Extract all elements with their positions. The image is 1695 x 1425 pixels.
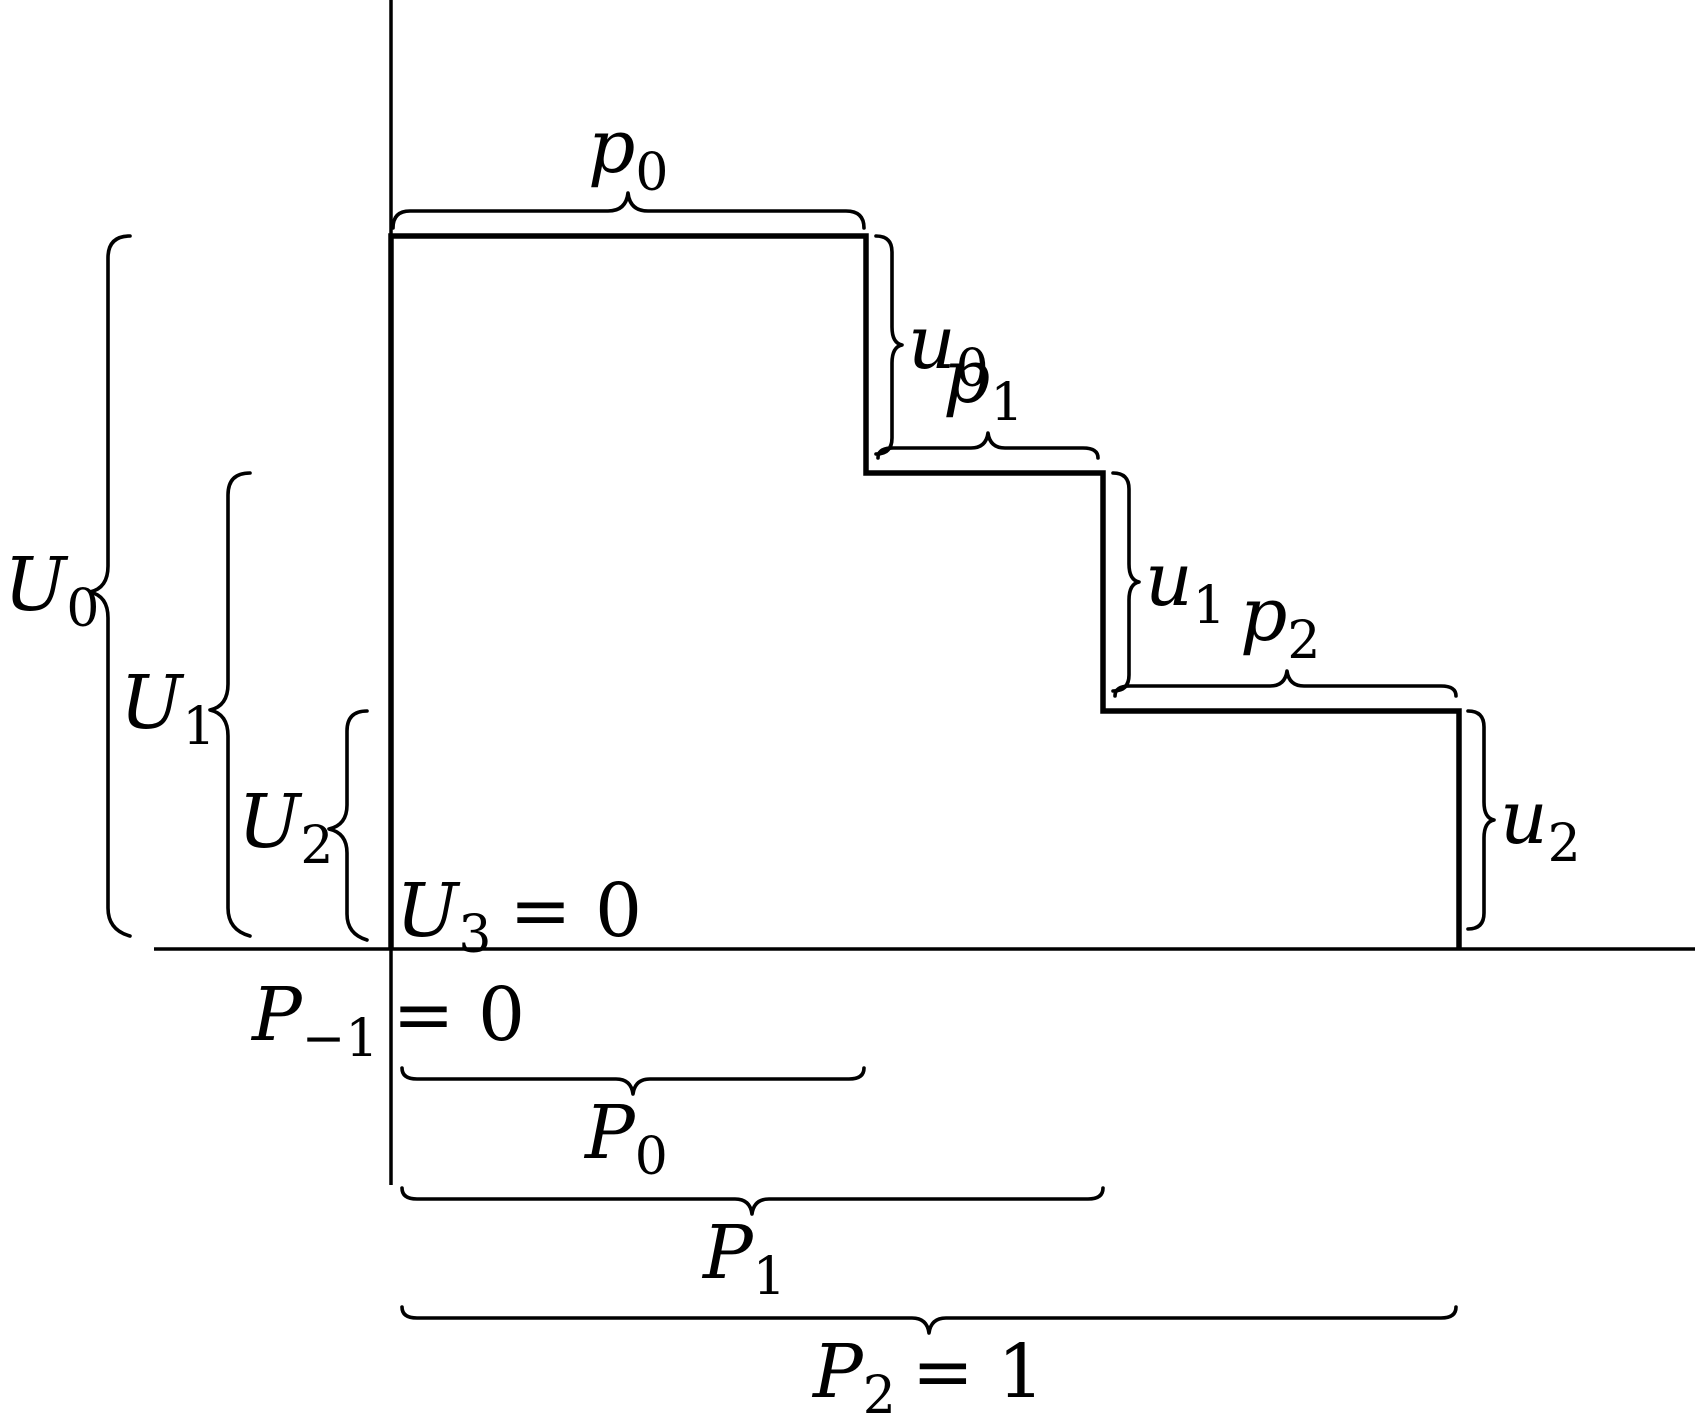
brace-P2: [400, 1305, 1458, 1335]
brace-U2: [327, 709, 369, 942]
brace-U0: [88, 234, 132, 938]
label-u1: u1: [1145, 537, 1226, 636]
label-Pminus1: P−1= 0: [250, 972, 525, 1069]
label-P1: P1: [701, 1210, 786, 1307]
brace-p2: [1113, 669, 1458, 698]
label-P2: P2= 1: [811, 1329, 1045, 1425]
brace-u1: [1111, 471, 1141, 693]
label-u0: u0: [908, 300, 989, 399]
label-U1: U1: [120, 660, 215, 757]
label-U3: U3= 0: [396, 868, 642, 965]
brace-p0: [391, 191, 866, 230]
label-p1: p1: [943, 334, 1023, 433]
label-U0: U0: [4, 542, 99, 639]
label-p0: p0: [588, 104, 668, 203]
label-u2: u2: [1500, 775, 1581, 874]
brace-u2: [1466, 709, 1496, 931]
brace-u0: [874, 234, 904, 456]
label-U2: U2: [238, 779, 333, 876]
label-P0: P0: [583, 1090, 668, 1187]
label-p2: p2: [1240, 572, 1320, 671]
brace-p1: [876, 431, 1100, 460]
brace-U1: [208, 471, 252, 938]
brace-P0: [400, 1066, 866, 1096]
brace-P1: [400, 1186, 1105, 1216]
staircase-curve: [388, 233, 1462, 949]
